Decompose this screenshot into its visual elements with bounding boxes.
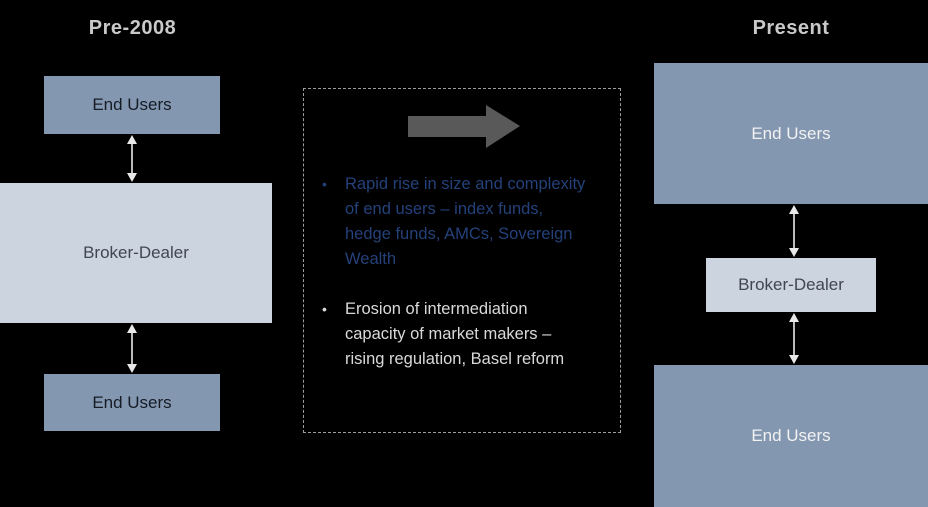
right-end-users-bottom-label: End Users [751, 426, 831, 445]
right-end-users-bottom-box: End Users [654, 365, 928, 507]
left-column-title: Pre-2008 [88, 17, 177, 39]
left-end-users-bottom-box: End Users [44, 374, 220, 431]
left-end-users-bottom-label: End Users [92, 392, 172, 412]
transition-arrow-icon [408, 105, 520, 148]
left-broker-dealer-box: Broker-Dealer [0, 183, 272, 323]
right-end-users-top-box: End Users [654, 63, 928, 204]
bullet-text: Rapid rise in size and complexity of end… [345, 175, 586, 268]
double-arrow-vertical-icon [789, 313, 799, 364]
right-broker-dealer-box: Broker-Dealer [706, 258, 876, 312]
transition-bullet-list: • Rapid rise in size and complexity of e… [322, 172, 598, 397]
double-arrow-vertical-icon [789, 205, 799, 257]
right-column-title: Present [752, 17, 830, 39]
bullet-marker: • [322, 301, 327, 317]
bullet-text: Erosion of intermediation capacity of ma… [345, 300, 565, 368]
double-arrow-vertical-icon [127, 135, 137, 182]
left-end-users-top-box: End Users [44, 76, 220, 134]
right-broker-dealer-label: Broker-Dealer [738, 275, 844, 294]
bullet-marker: • [322, 176, 327, 192]
bullet-item: • Erosion of intermediation capacity of … [322, 297, 598, 372]
transition-panel [303, 88, 621, 433]
transition-arrow-shaft [408, 116, 486, 137]
bullet-item: • Rapid rise in size and complexity of e… [322, 172, 598, 272]
transition-arrow-head [486, 105, 520, 148]
right-end-users-top-label: End Users [751, 123, 831, 143]
left-end-users-top-label: End Users [92, 95, 172, 114]
left-broker-dealer-label: Broker-Dealer [83, 243, 189, 262]
double-arrow-vertical-icon [127, 324, 137, 373]
